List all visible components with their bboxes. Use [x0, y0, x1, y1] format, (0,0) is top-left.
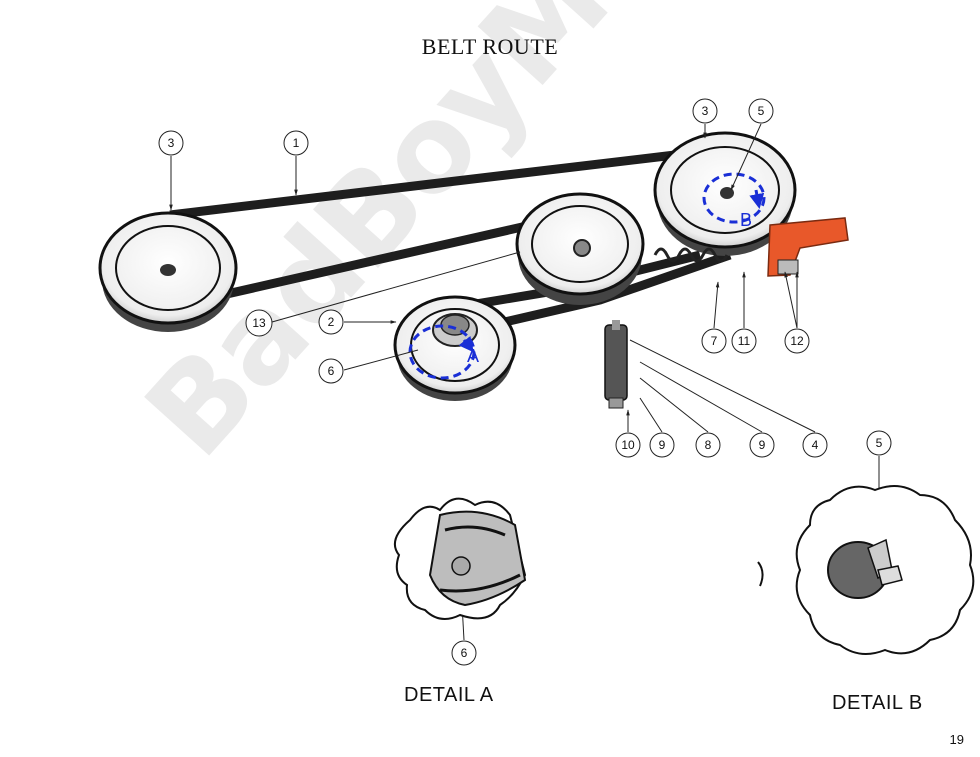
svg-text:7: 7: [711, 334, 718, 348]
svg-text:9: 9: [759, 438, 766, 452]
page-number: 19: [949, 732, 964, 747]
tension-spring: [653, 247, 729, 263]
rotation-arrow-a-head: [458, 335, 474, 353]
callout-5-detail: 5: [866, 430, 892, 456]
tensioner-bracket: [767, 217, 849, 277]
svg-text:1: 1: [293, 136, 300, 150]
belt-lower-run: [164, 210, 576, 313]
engine-pulley: [393, 295, 517, 401]
right-drive-pulley: [653, 131, 797, 256]
detail-a-view: [393, 497, 527, 620]
detail-a-label: DETAIL A: [404, 684, 494, 706]
idler-bolt: [573, 239, 591, 257]
callout-10: 10: [615, 432, 641, 458]
svg-text:5: 5: [876, 436, 883, 450]
detail-b-label: DETAIL B: [832, 692, 923, 714]
rotation-arrow-b-head: [749, 189, 765, 209]
svg-text:12: 12: [790, 334, 804, 348]
svg-text:8: 8: [705, 438, 712, 452]
svg-text:4: 4: [812, 438, 819, 452]
callout-13: 13: [245, 309, 273, 337]
leader-lines: [169, 123, 881, 641]
pulley-hub: [160, 264, 176, 276]
page-title: BELT ROUTE: [421, 34, 559, 59]
svg-text:11: 11: [738, 334, 751, 348]
callout-9-right: 9: [749, 432, 775, 458]
svg-text:9: 9: [659, 438, 666, 452]
svg-text:3: 3: [168, 136, 175, 150]
svg-text:5: 5: [758, 104, 765, 118]
callout-9-left: 9: [649, 432, 675, 458]
left-idler-pulley: [98, 211, 238, 332]
rotation-label-b: B: [740, 210, 752, 230]
svg-text:6: 6: [461, 646, 468, 660]
svg-text:2: 2: [328, 315, 335, 329]
callout-1: 1: [283, 130, 309, 156]
callout-5-top: 5: [748, 98, 774, 124]
svg-text:6: 6: [328, 364, 335, 378]
center-idler-pulley: [515, 192, 645, 305]
svg-text:10: 10: [621, 438, 635, 452]
callout-3-right: 3: [692, 98, 718, 124]
callout-6-detail: 6: [451, 640, 477, 666]
belt-top-run: [169, 147, 701, 220]
detail-b-view: [757, 485, 975, 655]
rotation-label-a: A: [467, 346, 479, 366]
callout-12: 12: [784, 328, 810, 354]
tension-rod-assembly: [604, 320, 628, 409]
callout-8: 8: [695, 432, 721, 458]
callout-4: 4: [802, 432, 828, 458]
callout-2: 2: [318, 309, 344, 335]
callout-11: 11: [731, 328, 757, 354]
callout-3-left: 3: [158, 130, 184, 156]
svg-text:13: 13: [252, 316, 266, 330]
callout-7: 7: [701, 328, 727, 354]
callouts: 3 1 3 5 13 2 6 7 11 12 10 9 8 9 4 5 6: [158, 98, 892, 666]
callout-6-main: 6: [318, 358, 344, 384]
svg-text:3: 3: [702, 104, 709, 118]
